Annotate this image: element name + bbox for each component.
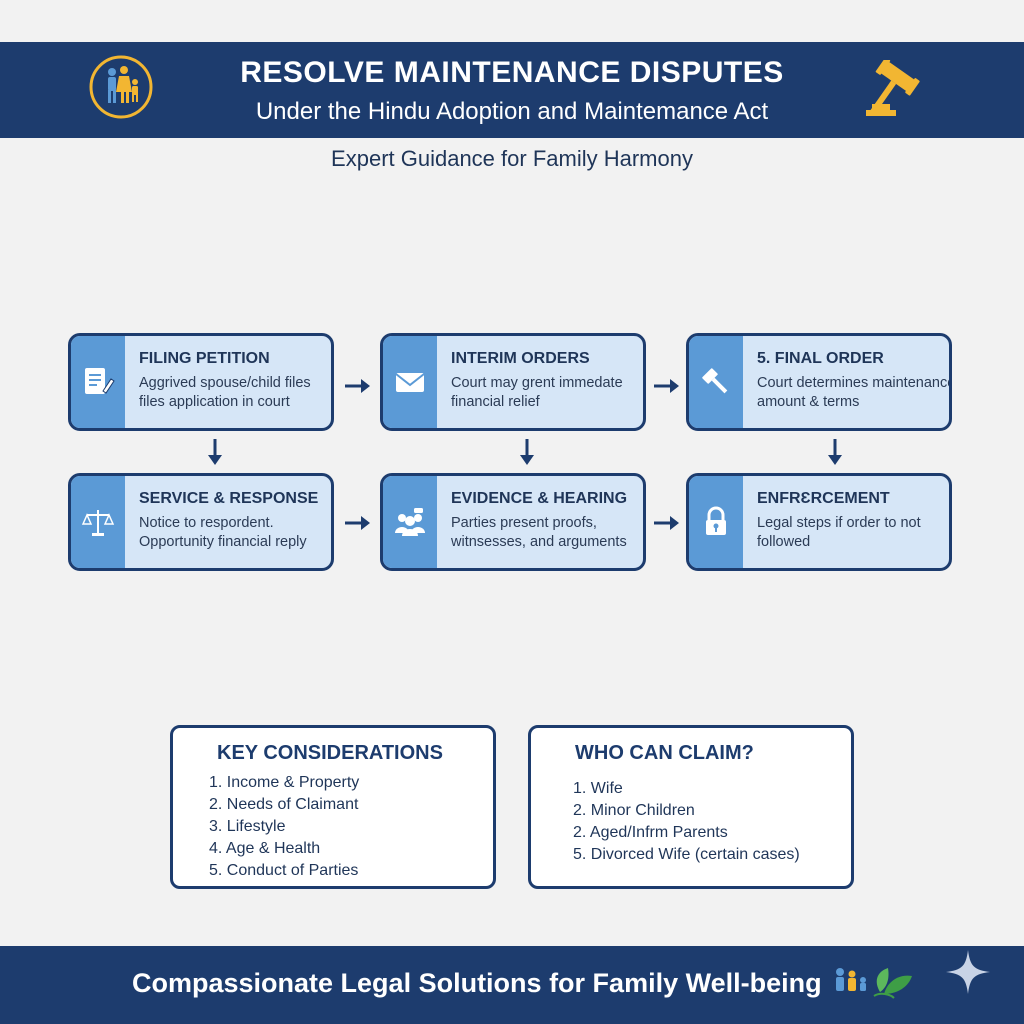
scales-icon (81, 510, 115, 536)
step-interim-orders: INTERIM ORDERS Court may grent immedate … (380, 333, 646, 431)
step-title: ENFRƐRCEMENT (757, 490, 890, 507)
considerations-list: 1. Income & Property 2. Needs of Claiman… (209, 772, 359, 882)
step-description: Parties present proofs, witnsesses, and … (451, 515, 627, 550)
family-leaf-icon (836, 968, 912, 999)
arrow-down-icon (208, 439, 222, 465)
list-item: 5. Divorced Wife (certain cases) (573, 846, 800, 863)
list-item: 2. Minor Children (573, 802, 695, 819)
key-considerations-card: KEY CONSIDERATIONS 1. Income & Property … (170, 725, 496, 889)
step-description: Aggrived spouse/child files files applic… (139, 375, 311, 410)
step-title: SERVICE & RESPONSE (139, 490, 319, 507)
header-banner: RESOLVE MAINTENANCE DISPUTES Under the H… (0, 42, 1024, 138)
arrow-right-icon (345, 379, 370, 393)
people-icon (395, 508, 425, 536)
tagline: Expert Guidance for Family Harmony (331, 146, 693, 171)
sparkle-icon (946, 950, 990, 994)
document-pen-icon (85, 368, 115, 394)
card-title: WHO CAN CLAIM? (575, 742, 754, 764)
step-title: EVIDENCE & HEARING (451, 490, 628, 507)
footer-banner: Compassionate Legal Solutions for Family… (0, 946, 1024, 1024)
step-title: INTERIM ORDERS (451, 350, 590, 367)
list-item: 4. Age & Health (209, 840, 321, 857)
who-can-claim-card: WHO CAN CLAIM? 1. Wife 2. Minor Children… (528, 725, 854, 889)
list-item: 5. Conduct of Parties (209, 862, 359, 879)
arrow-down-icon (520, 439, 534, 465)
arrow-right-icon (654, 516, 679, 530)
claimants-list: 1. Wife 2. Minor Children 2. Aged/Infrm … (573, 778, 800, 866)
arrow-down-icon (828, 439, 842, 465)
list-item: 2. Needs of Claimant (209, 796, 359, 813)
arrow-right-icon (654, 379, 679, 393)
lock-icon (706, 506, 726, 535)
gavel-icon (866, 60, 920, 116)
page-title: RESOLVE MAINTENANCE DISPUTES (240, 56, 784, 89)
step-enforcement: ENFRƐRCEMENT Legal steps if order to not… (686, 473, 952, 571)
envelope-icon (395, 373, 425, 392)
list-item: 3. Lifestyle (209, 818, 286, 835)
step-service-response: SERVICE & RESPONSE Notice to respordent.… (68, 473, 334, 571)
step-title: FILING PETITION (139, 350, 270, 367)
step-evidence-hearing: EVIDENCE & HEARING Parties present proof… (380, 473, 646, 571)
step-description: Court determines maintenance amount & te… (757, 375, 952, 410)
list-item: 2. Aged/Infrm Parents (573, 824, 728, 841)
page-subtitle: Under the Hindu Adoption and Maintemance… (255, 98, 769, 125)
footer-text: Compassionate Legal Solutions for Family… (132, 968, 822, 998)
card-title: KEY CONSIDERATIONS (217, 742, 443, 764)
step-title: 5. FINAL ORDER (757, 350, 884, 367)
step-filing-petition: FILING PETITION Aggrived spouse/child fi… (68, 333, 334, 431)
step-description: Notice to respordent. Opportunity financ… (139, 515, 307, 550)
step-final-order: 5. FINAL ORDER Court determines maintena… (686, 333, 952, 431)
step-description: Legal steps if order to not followed (757, 515, 921, 550)
arrow-right-icon (345, 516, 370, 530)
list-item: 1. Wife (573, 780, 623, 797)
family-icon (89, 55, 153, 119)
gavel-icon (702, 368, 728, 394)
step-description: Court may grent immedate financial relie… (451, 375, 623, 410)
list-item: 1. Income & Property (209, 774, 360, 791)
